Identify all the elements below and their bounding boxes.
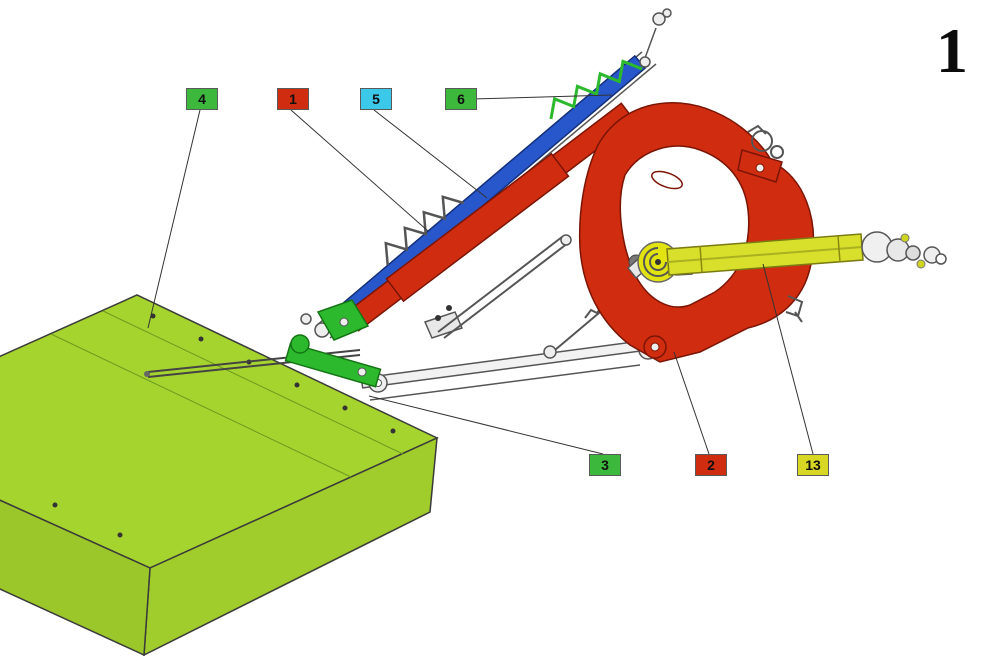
callout-6-label: 6 (457, 91, 465, 107)
callout-2-label: 2 (707, 457, 715, 473)
callout-2: 2 (695, 454, 727, 476)
figure-number: 1 (936, 15, 968, 86)
callout-1-label: 1 (289, 91, 297, 107)
mower-deck (0, 294, 439, 657)
callout-6: 6 (445, 88, 477, 110)
hook-chain (747, 124, 804, 323)
callout-5-label: 5 (372, 91, 380, 107)
shaft-coupling (861, 231, 947, 269)
callout-5: 5 (360, 88, 392, 110)
callout-13-label: 13 (805, 457, 821, 473)
tension-spring-green (549, 59, 643, 120)
callout-4-label: 4 (198, 91, 206, 107)
pto-shaft-yellow (626, 233, 864, 283)
gray-coil-spring (384, 195, 465, 266)
lower-linkage-green (284, 299, 382, 388)
top-pin (639, 8, 672, 68)
callout-4: 4 (186, 88, 218, 110)
main-frame-red (578, 101, 815, 363)
callout-3: 3 (589, 454, 621, 476)
callout-13: 13 (797, 454, 829, 476)
lift-cylinder-red (344, 102, 636, 332)
leader-lines (147, 94, 814, 455)
callout-1: 1 (277, 88, 309, 110)
callout-3-label: 3 (601, 457, 609, 473)
